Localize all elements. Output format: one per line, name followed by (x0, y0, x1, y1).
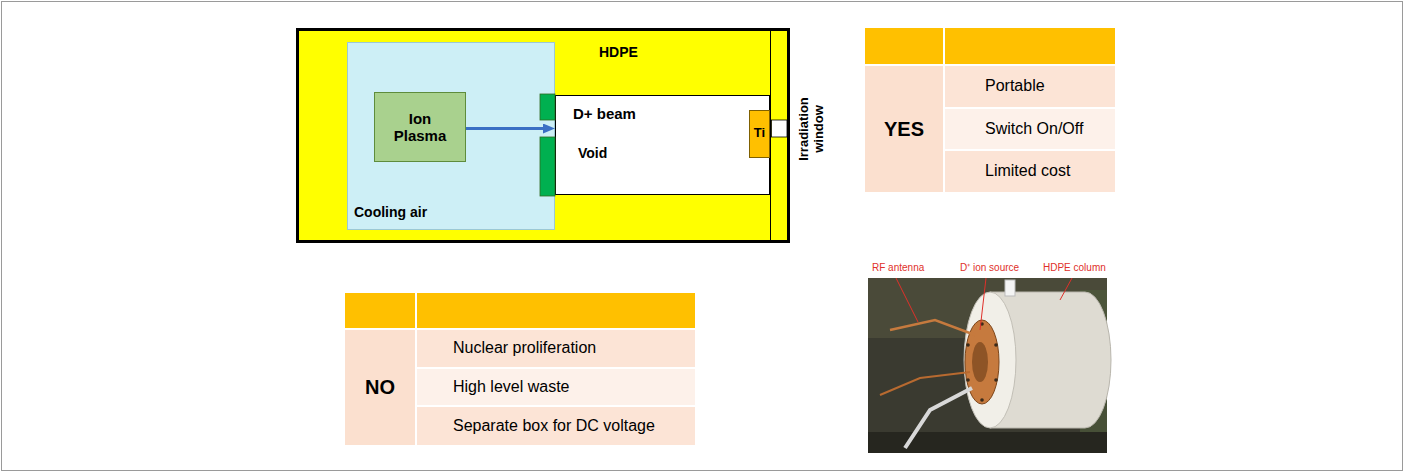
table-cell: Portable (985, 77, 1045, 95)
table-cell (345, 330, 415, 445)
table-cell (945, 109, 1115, 149)
extraction-electrode (540, 94, 555, 120)
node-label: HDPE (599, 44, 638, 60)
leader-line (980, 278, 986, 330)
cable (905, 388, 972, 448)
node-label: Ti (754, 126, 765, 141)
table-header-cell (945, 28, 1115, 64)
node-label: Cooling air (354, 204, 427, 220)
table-cell: Limited cost (985, 162, 1070, 180)
table-cell (417, 330, 695, 367)
rf-antenna-wire (890, 320, 975, 335)
no-table (345, 293, 695, 445)
photo-part-label: D⁺ ion source (960, 262, 1019, 274)
label-slot: Limited cost (945, 151, 1115, 192)
ion-plasma-box: Ion Plasma (374, 92, 466, 162)
beam-arrow (466, 127, 543, 130)
label-slot: Switch On/Off (945, 109, 1115, 149)
label-slot: Separate box for DC voltage (417, 407, 695, 445)
bolt (980, 398, 984, 402)
bolt (994, 378, 998, 382)
table-cell (945, 151, 1115, 192)
photo-background (868, 278, 1107, 338)
photo-background (868, 278, 1107, 453)
table-row-heading: YES (884, 118, 924, 141)
table-cell (417, 369, 695, 405)
device-photo (868, 278, 1111, 453)
table-cell: Nuclear proliferation (453, 339, 596, 357)
table-cell: Separate box for DC voltage (453, 417, 655, 435)
table-cell (865, 66, 943, 192)
photo-background (1080, 290, 1107, 440)
cylinder-face (964, 292, 1016, 428)
table-header-cell (345, 293, 415, 328)
leader-line (896, 278, 918, 322)
table-cell: Switch On/Off (985, 120, 1083, 138)
bolt (980, 322, 984, 326)
label-slot: Nuclear proliferation (417, 330, 695, 367)
leader-line (1060, 278, 1072, 300)
table-cell: High level waste (453, 378, 570, 396)
window-aperture (772, 120, 788, 137)
yes-table (865, 28, 1115, 192)
label-slot: D+ beam (573, 105, 636, 122)
table-cell (945, 66, 1115, 107)
label-slot: D⁺ ion source (960, 261, 1040, 275)
hdpe-body: HDPE Cooling air Ion PlasmaVoid Ti Irradiati… (296, 28, 790, 243)
photo-part-label: HDPE column (1043, 262, 1106, 274)
copper-flange (965, 320, 999, 404)
label-slot: YES (865, 66, 943, 192)
bolt (966, 343, 970, 347)
photo-bench (868, 432, 1107, 453)
table-header-cell (865, 28, 943, 64)
table-cell (417, 407, 695, 445)
hdpe-cylinder (990, 292, 1111, 428)
beam-label: D+ beam (573, 105, 636, 122)
irradiation-window: Irradiation window (770, 31, 787, 240)
cooling-air-chamber: Cooling air Ion Plasma (347, 42, 555, 230)
cooling-tube (1005, 280, 1015, 296)
node-label: Ion Plasma (388, 110, 452, 145)
ti-target: Ti (749, 110, 770, 158)
ion-source-port (972, 342, 988, 382)
bolt (994, 343, 998, 347)
window-label: Irradiation window (796, 83, 826, 175)
bolt (966, 378, 970, 382)
label-slot: RF antenna (872, 261, 942, 275)
label-slot: HDPE column (1043, 261, 1110, 275)
rf-antenna-wire (880, 372, 970, 395)
photo-part-label: RF antenna (872, 262, 924, 274)
node-label: Void (578, 145, 607, 161)
label-slot: Portable (945, 66, 1115, 107)
extraction-electrode (540, 137, 555, 196)
label-slot: NO (345, 330, 415, 445)
label-slot: High level waste (417, 369, 695, 405)
table-row-heading: NO (365, 376, 395, 399)
table-header-cell (417, 293, 695, 328)
